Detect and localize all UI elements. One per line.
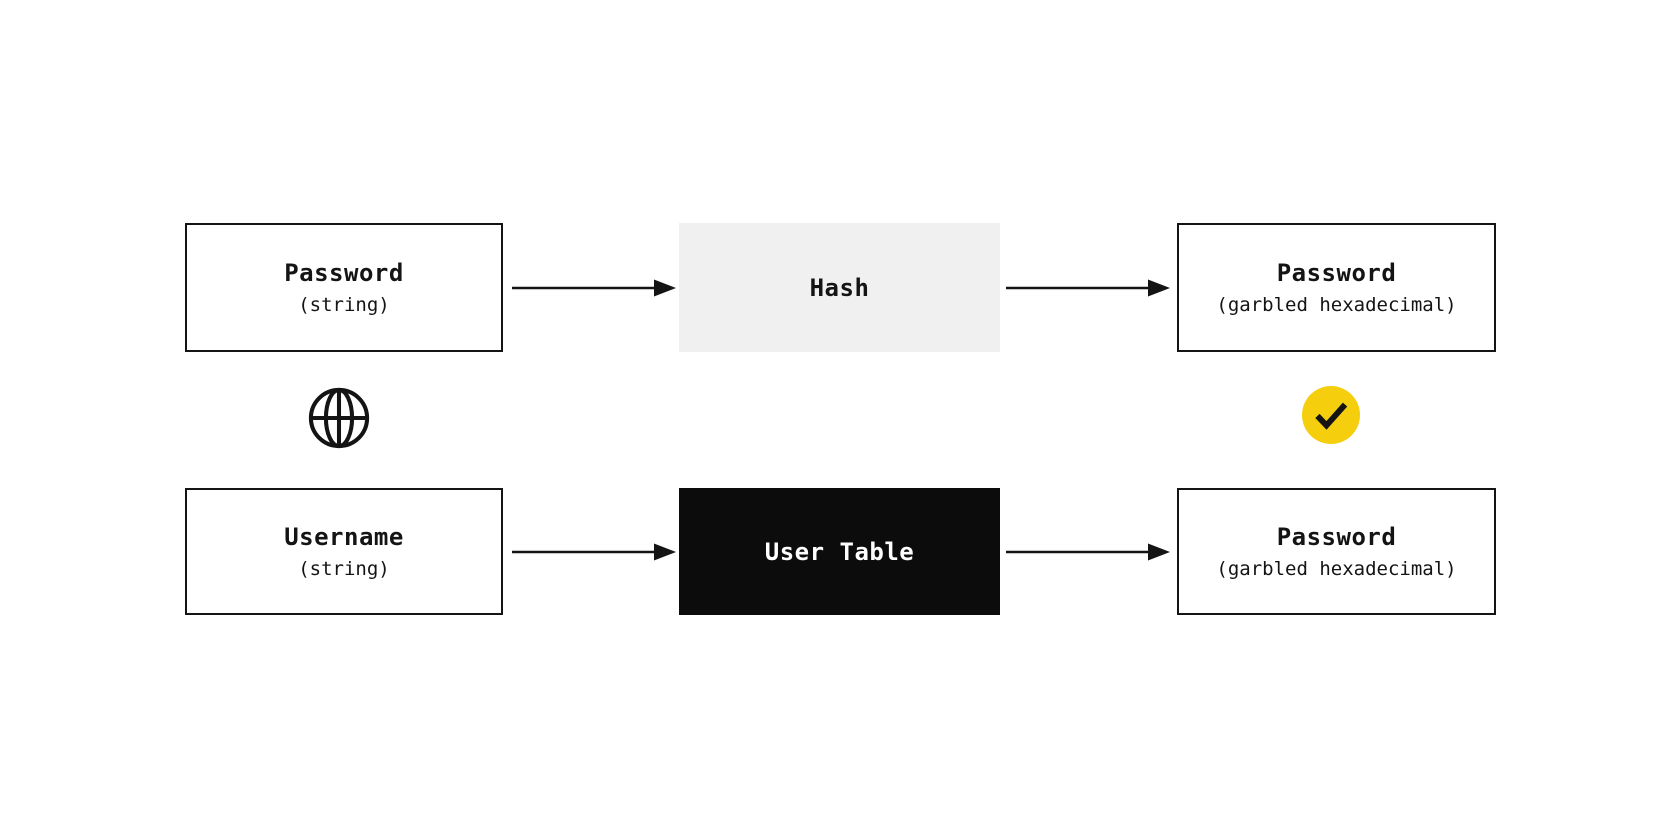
hash-process-box: Hash	[679, 223, 1000, 352]
arrow-right-icon	[512, 543, 676, 561]
arrow-right-icon	[512, 279, 676, 297]
box-title: Username	[284, 523, 404, 551]
arrow-right-icon	[1006, 543, 1170, 561]
globe-icon	[308, 387, 370, 449]
box-title: Hash	[809, 273, 870, 302]
check-circle-icon	[1302, 386, 1360, 444]
box-title: Password	[284, 259, 404, 287]
password-input-box: Password (string)	[185, 223, 503, 352]
username-input-box: Username (string)	[185, 488, 503, 615]
box-subtitle: (garbled hexadecimal)	[1216, 294, 1457, 316]
box-subtitle: (string)	[298, 294, 390, 316]
arrow-right-icon	[1006, 279, 1170, 297]
box-subtitle: (garbled hexadecimal)	[1216, 558, 1457, 580]
user-table-box: User Table	[679, 488, 1000, 615]
box-title: Password	[1276, 523, 1397, 551]
box-subtitle: (string)	[298, 558, 390, 580]
hashed-password-box: Password (garbled hexadecimal)	[1177, 223, 1496, 352]
box-title: Password	[1276, 259, 1397, 287]
box-title: User Table	[764, 537, 915, 566]
stored-password-box: Password (garbled hexadecimal)	[1177, 488, 1496, 615]
